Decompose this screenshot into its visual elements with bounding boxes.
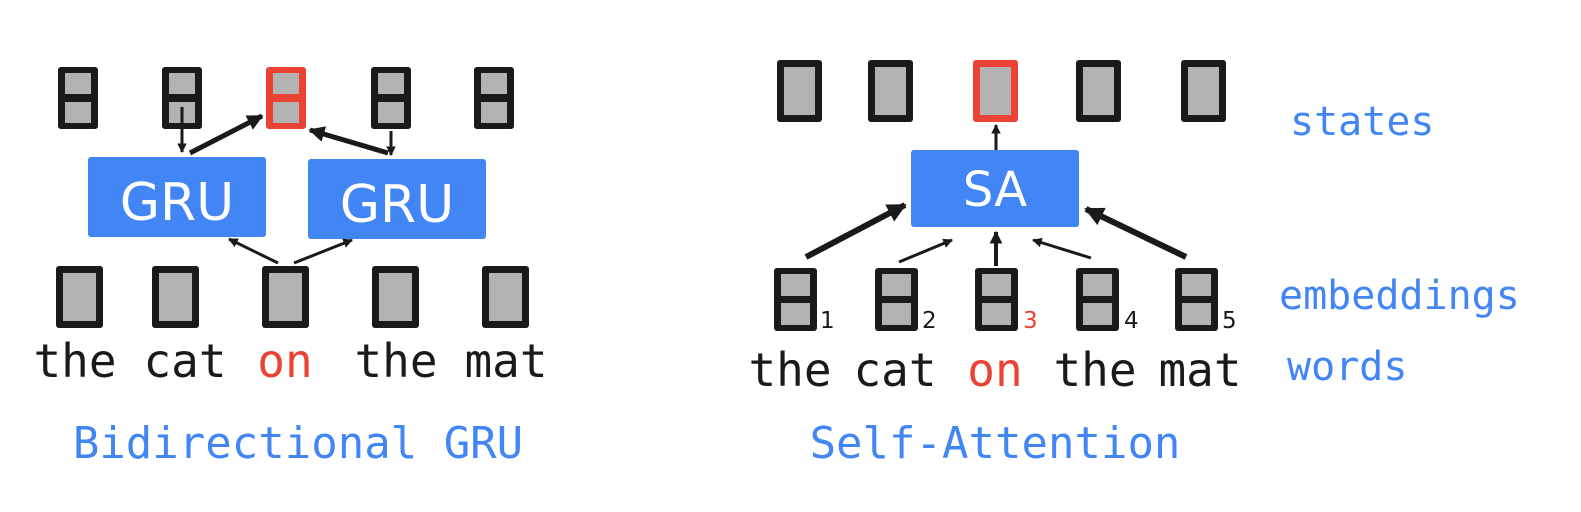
gru-embedding-3 [262, 266, 309, 328]
sa-word-5: mat [1158, 343, 1241, 397]
gru-word-5: mat [464, 334, 547, 388]
gru-word-1: the [33, 334, 116, 388]
sa-embedding-5 [1175, 268, 1218, 331]
sa-embedding-3 [975, 268, 1018, 331]
legend-embeddings: embeddings [1279, 273, 1520, 319]
sa-word-4: the [1053, 343, 1136, 397]
arrow-emb4-to-sa [1032, 237, 1092, 260]
gru-word-4: the [354, 334, 437, 388]
sa-word-1: the [748, 343, 831, 397]
arrow-gru2-to-target [308, 126, 389, 156]
sa-box [911, 150, 1079, 227]
sa-position-4: 4 [1124, 308, 1139, 334]
gru-word-2: cat [143, 334, 226, 388]
sa-embedding-4 [1076, 268, 1119, 331]
sa-state-2 [868, 60, 913, 122]
self-attention-panel: SA [748, 60, 1242, 469]
legend-words: words [1287, 344, 1407, 390]
legend-states: states [1290, 99, 1435, 145]
gru-box-forward [88, 157, 266, 237]
gru-box-forward-label: GRU [120, 173, 235, 233]
arrow-emb1-to-sa [804, 202, 907, 260]
gru-caption: Bidirectional GRU [73, 418, 523, 469]
arrow-embed-to-gru1 [228, 237, 279, 265]
gru-state-3-highlighted [266, 67, 306, 129]
gru-state-1 [58, 67, 98, 129]
sa-word-2: cat [853, 343, 936, 397]
gru-embedding-4 [372, 266, 419, 328]
sa-position-3-highlighted: 3 [1023, 308, 1038, 334]
sa-state-3-highlighted [973, 60, 1018, 122]
sa-state-1 [777, 60, 822, 122]
sa-state-4 [1076, 60, 1121, 122]
gru-embedding-5 [482, 266, 529, 328]
arrow-emb5-to-sa [1084, 206, 1188, 260]
sa-state-5 [1181, 60, 1226, 122]
gru-embedding-1 [56, 266, 103, 328]
gru-state-4 [371, 67, 411, 129]
sa-position-1: 1 [820, 308, 835, 334]
gru-embedding-2 [152, 266, 199, 328]
gru-word-3-highlighted: on [257, 334, 312, 388]
sa-position-2: 2 [922, 308, 937, 334]
arrow-gru1-to-target [188, 113, 264, 156]
arrow-embed-to-gru2 [293, 238, 353, 265]
gru-box-backward-label: GRU [340, 175, 455, 235]
sa-embedding-1 [774, 268, 817, 331]
sa-box-label: SA [963, 162, 1027, 218]
arrow-emb2-to-sa [898, 238, 953, 264]
sa-word-3-highlighted: on [967, 343, 1022, 397]
sa-caption: Self-Attention [810, 418, 1181, 469]
row-legend: states embeddings words [1279, 99, 1520, 390]
gru-state-5 [474, 67, 514, 129]
sa-position-5: 5 [1222, 308, 1237, 334]
gru-box-backward [308, 159, 486, 239]
sa-embedding-2 [875, 268, 918, 331]
bidirectional-gru-panel: GRU GRU the ca [33, 67, 548, 469]
